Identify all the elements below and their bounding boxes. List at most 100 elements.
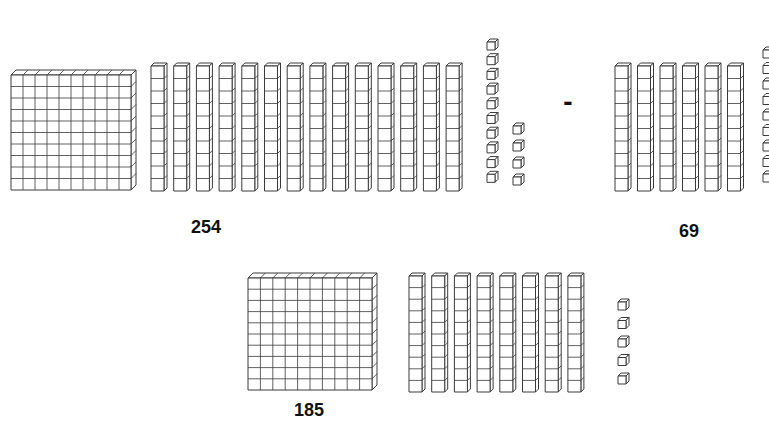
grid-line <box>278 101 281 104</box>
grid-line <box>196 141 209 142</box>
grid-line <box>477 368 490 369</box>
grid-line <box>209 163 212 166</box>
grid-line <box>705 103 718 104</box>
grid-line <box>378 141 391 142</box>
grid-line <box>536 343 539 346</box>
grid-line <box>209 88 212 91</box>
number-label: 69 <box>679 222 699 240</box>
grid-line <box>523 334 536 335</box>
grid-line <box>164 101 167 104</box>
grid-line <box>490 308 493 311</box>
grid-line <box>346 113 349 116</box>
grid-line <box>660 128 673 129</box>
grid-line <box>638 128 651 129</box>
grid-line <box>422 354 425 357</box>
grid-line <box>683 78 696 79</box>
grid-line <box>368 138 371 141</box>
grid-line <box>467 319 470 322</box>
block-face <box>477 276 490 392</box>
grid-line <box>255 113 258 116</box>
grid-line <box>232 176 235 179</box>
grid-line <box>151 166 164 167</box>
grid-line <box>423 103 436 104</box>
grid-line <box>300 163 303 166</box>
grid-line <box>490 319 493 322</box>
grid-line <box>513 354 516 357</box>
grid-line <box>219 141 232 142</box>
unit-cube <box>487 68 498 79</box>
grid-line <box>536 366 539 369</box>
grid-line <box>459 138 462 141</box>
grid-line <box>255 126 258 129</box>
unit-cube <box>763 94 769 105</box>
grid-line <box>568 380 581 381</box>
grid-line <box>445 331 448 334</box>
grid-line <box>490 285 493 288</box>
grid-line <box>131 139 136 144</box>
grid-line <box>718 76 721 79</box>
grid-line <box>432 334 445 335</box>
grid-line <box>409 287 422 288</box>
grid-line <box>310 153 323 154</box>
grid-line <box>209 176 212 179</box>
grid-line <box>219 178 232 179</box>
grid-line <box>265 103 278 104</box>
grid-line <box>414 163 417 166</box>
grid-line <box>310 116 323 117</box>
grid-line <box>174 128 187 129</box>
grid-line <box>346 88 349 91</box>
unit-cube <box>513 174 524 185</box>
ten-rod <box>174 63 190 191</box>
block-face <box>763 174 769 182</box>
grid-line <box>372 295 377 300</box>
grid-line <box>705 178 718 179</box>
grid-line <box>432 345 445 346</box>
grid-line <box>219 166 232 167</box>
grid-line <box>513 308 516 311</box>
grid-line <box>615 153 628 154</box>
grid-line <box>500 287 513 288</box>
grid-line <box>378 116 391 117</box>
grid-line <box>581 366 584 369</box>
grid-line <box>372 307 377 312</box>
grid-line <box>696 163 699 166</box>
grid-line <box>490 331 493 334</box>
grid-line <box>432 380 445 381</box>
grid-line <box>660 103 673 104</box>
grid-line <box>718 163 721 166</box>
grid-line <box>446 103 459 104</box>
grid-line <box>728 116 741 117</box>
grid-line <box>705 91 718 92</box>
grid-line <box>174 103 187 104</box>
grid-line <box>248 367 372 368</box>
block-face <box>618 321 626 329</box>
grid-line <box>660 166 673 167</box>
grid-line <box>432 322 445 323</box>
grid-line <box>59 70 64 75</box>
ten-rod <box>568 273 584 392</box>
ten-rod <box>219 63 235 191</box>
unit-cube <box>487 39 498 50</box>
grid-line <box>741 88 744 91</box>
grid-line <box>638 153 651 154</box>
grid-line <box>355 141 368 142</box>
grid-line <box>490 377 493 380</box>
grid-line <box>581 285 584 288</box>
block-face <box>372 273 377 390</box>
unit-cube <box>618 355 629 366</box>
grid-line <box>423 178 436 179</box>
grid-line <box>673 176 676 179</box>
grid-line <box>368 101 371 104</box>
grid-line <box>131 162 136 167</box>
grid-line <box>368 176 371 179</box>
grid-line <box>432 287 445 288</box>
ten-rod <box>287 63 303 191</box>
grid-line <box>454 368 467 369</box>
grid-line <box>151 103 164 104</box>
grid-line <box>568 287 581 288</box>
grid-line <box>372 329 377 334</box>
grid-line <box>372 340 377 345</box>
grid-line <box>278 176 281 179</box>
grid-line <box>346 176 349 179</box>
grid-line <box>696 113 699 116</box>
